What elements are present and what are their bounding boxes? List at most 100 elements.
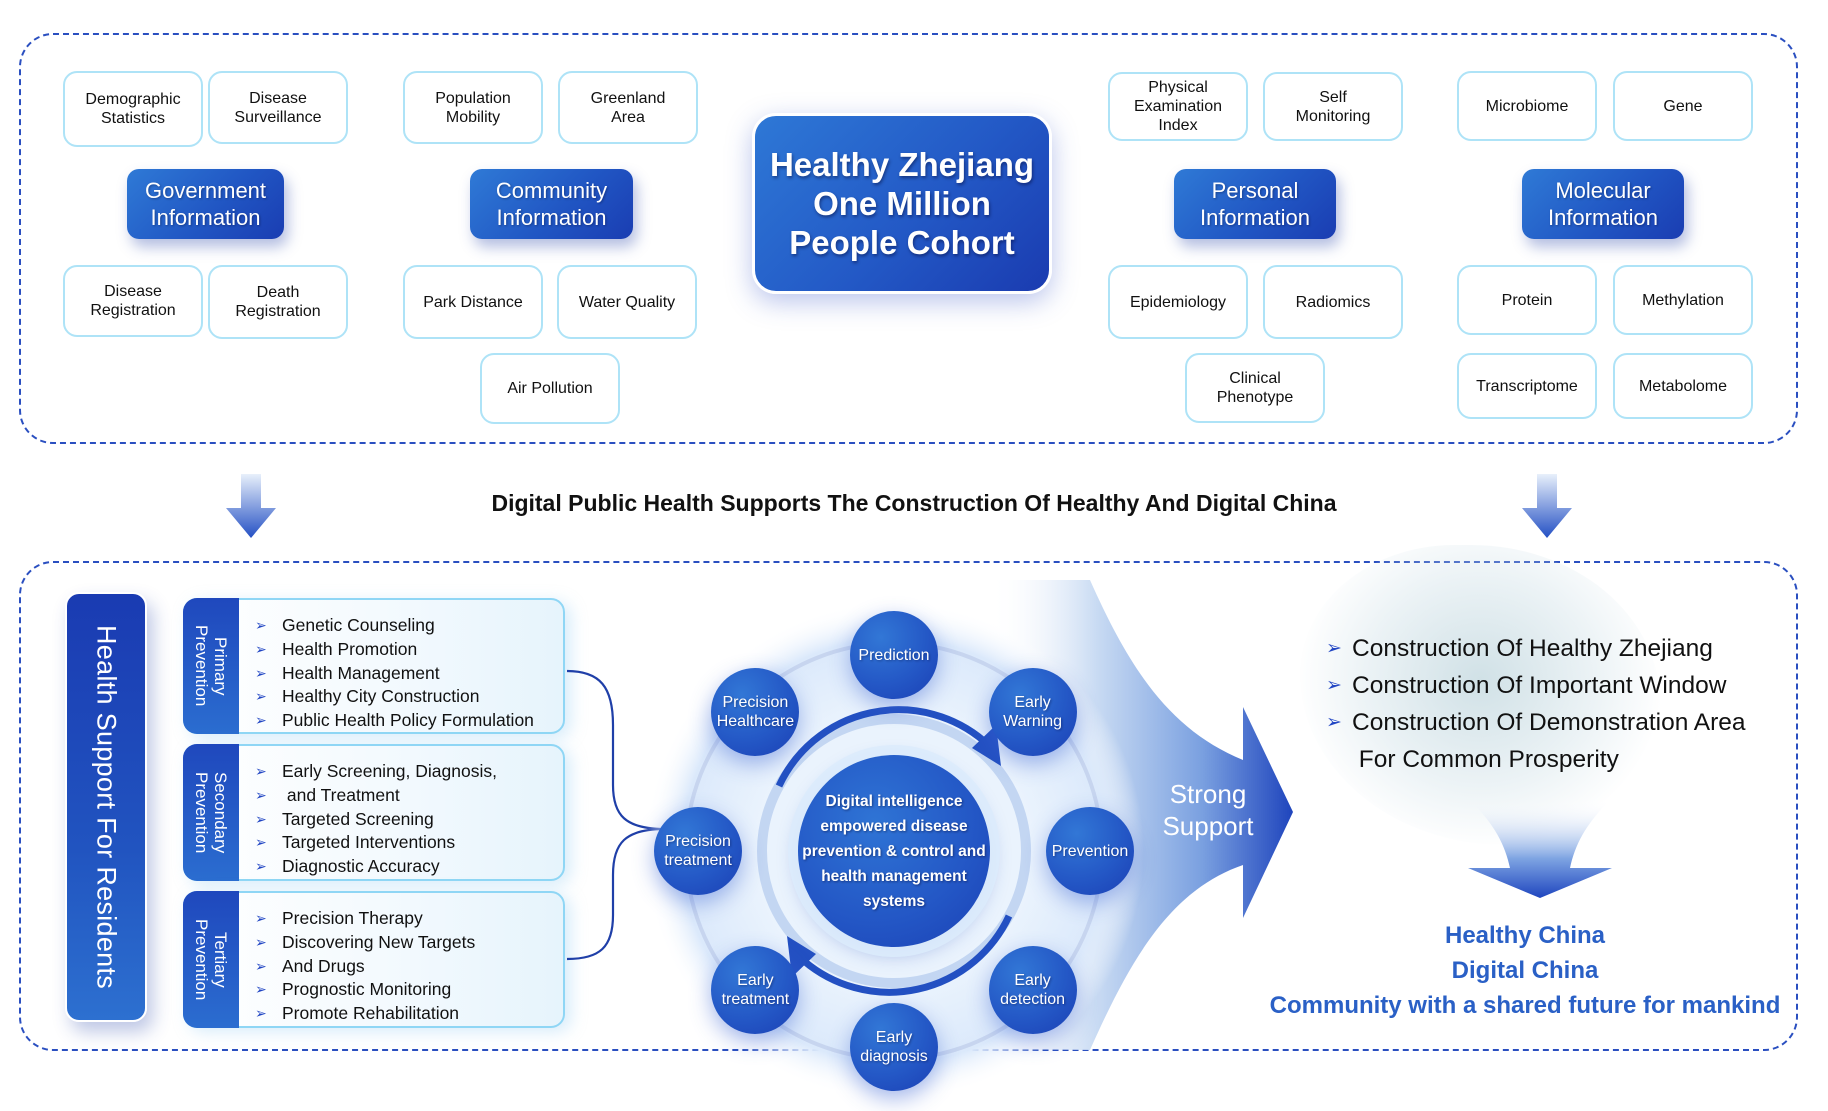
- category-community-information: Community Information: [470, 169, 633, 239]
- item-protein: Protein: [1457, 265, 1597, 335]
- goal-item: ➢ Construction Of Important Window: [1326, 667, 1746, 704]
- arrow-bullet-icon: ➢: [255, 786, 267, 803]
- data-sources-panel: [19, 33, 1798, 444]
- secondary-prevention-box: Secondary Prevention ➢ Early Screening, D…: [183, 744, 565, 881]
- item-disease-surveillance: Disease Surveillance: [208, 71, 348, 144]
- item-death-registration: Death Registration: [208, 265, 348, 339]
- list-item-text: Diagnostic Accuracy: [282, 856, 440, 877]
- outcomes: Healthy China Digital China Community wi…: [1260, 918, 1790, 1023]
- category-personal-information: Personal Information: [1174, 169, 1336, 239]
- cycle-center: Digital intelligence empowered disease p…: [798, 755, 990, 947]
- item-water-quality: Water Quality: [557, 265, 697, 339]
- goals-list: ➢ Construction Of Healthy Zhejiang ➢ Const…: [1326, 630, 1746, 778]
- item-population-mobility: Population Mobility: [403, 71, 543, 144]
- cycle-node-early-detection: Early detection: [988, 945, 1077, 1034]
- outcome-down-arrow-icon: [1468, 800, 1612, 898]
- list-item: ➢ Promote Rehabilitation: [255, 1002, 475, 1026]
- category-molecular-information: Molecular Information: [1522, 169, 1684, 239]
- cycle-arrow-top: [775, 706, 987, 788]
- item-gene: Gene: [1613, 71, 1753, 141]
- goal-text: For Common Prosperity: [1352, 746, 1619, 773]
- zhejiang-map-background: [1300, 545, 1660, 845]
- list-item: ➢Precision Therapy: [255, 907, 475, 931]
- cycle-node-early-warning: Early Warning: [988, 668, 1077, 757]
- cycle-node-prevention: Prevention: [1046, 807, 1134, 895]
- list-item-text: Prognostic Monitoring: [282, 979, 452, 1000]
- down-arrow-right-icon: [1522, 474, 1572, 538]
- list-item: ➢ Genetic Counseling: [255, 614, 534, 638]
- list-item-text: Promote Rehabilitation: [282, 1003, 460, 1024]
- list-item-text: Genetic Counseling: [282, 615, 435, 635]
- primary-prevention-label: Primary Prevention: [183, 598, 239, 734]
- arrow-bullet-icon: ➢: [255, 1005, 267, 1022]
- item-air-pollution: Air Pollution: [480, 353, 620, 424]
- list-item-text: Targeted Interventions: [282, 832, 456, 853]
- tertiary-prevention-box: Tertiary Prevention ➢Precision Therapy ➢…: [183, 891, 565, 1028]
- arrow-bullet-icon: ➢: [255, 810, 267, 827]
- list-item: ➢ And Drugs: [255, 955, 475, 979]
- tertiary-prevention-label: Tertiary Prevention: [183, 891, 239, 1028]
- outcome-shared-future: Community with a shared future for manki…: [1269, 992, 1781, 1019]
- list-item-text: Health Promotion: [282, 638, 418, 659]
- item-metabolome: Metabolome: [1613, 353, 1753, 419]
- outcome-digital-china: Digital China: [1451, 957, 1599, 984]
- cycle-node-precision-treatment: Precision treatment: [654, 807, 742, 895]
- list-item-text: Precision Therapy: [282, 908, 423, 928]
- item-greenland-area: Greenland Area: [558, 71, 698, 144]
- item-disease-registration: Disease Registration: [63, 265, 203, 337]
- list-item: ➢ Healthy City Construction: [255, 685, 534, 709]
- down-arrow-left-icon: [226, 474, 276, 538]
- goal-text: Construction Of Important Window: [1352, 672, 1727, 699]
- list-item: ➢ Targeted Interventions: [255, 831, 497, 855]
- list-item: ➢ and Treatment: [255, 784, 497, 808]
- arrow-bullet-icon: ➢: [1326, 675, 1342, 696]
- goal-item: ➢ Construction Of Demonstration Area: [1326, 704, 1746, 741]
- list-item: ➢ Health Promotion: [255, 638, 534, 662]
- list-item-text: Discovering New Targets: [282, 931, 476, 952]
- secondary-prevention-label: Secondary Prevention: [183, 744, 239, 881]
- bullet-spacer: [1326, 741, 1352, 778]
- list-item-text: Public Health Policy Formulation: [282, 710, 534, 731]
- cycle-node-prediction: Prediction: [850, 611, 938, 699]
- outcome-healthy-china: Healthy China: [1444, 922, 1606, 949]
- goal-text: Construction Of Demonstration Area: [1352, 709, 1746, 736]
- item-demographic-statistics: Demographic Statistics: [63, 71, 203, 147]
- cycle-arrowhead-top: [972, 725, 1001, 766]
- cohort-title-box: Healthy Zhejiang One Million People Coho…: [752, 113, 1052, 294]
- list-item: ➢Diagnostic Accuracy: [255, 855, 497, 879]
- list-item-text: And Drugs: [282, 955, 365, 976]
- arrow-bullet-icon: ➢: [255, 688, 267, 705]
- list-item: ➢Targeted Screening: [255, 808, 497, 832]
- cycle-arrow-bottom: [801, 914, 1013, 996]
- cycle-node-precision-healthcare: Precision Healthcare: [711, 668, 800, 757]
- list-item-text: Healthy City Construction: [282, 686, 480, 707]
- arrow-bullet-icon: ➢: [255, 957, 267, 974]
- list-item: ➢Discovering New Targets: [255, 931, 475, 955]
- arrow-bullet-icon: ➢: [255, 664, 267, 681]
- goal-item: ➢ Construction Of Healthy Zhejiang: [1326, 630, 1746, 667]
- arrow-bullet-icon: ➢: [255, 834, 267, 851]
- primary-prevention-box: Primary Prevention ➢ Genetic Counseling ➢…: [183, 598, 565, 734]
- arrow-bullet-icon: ➢: [255, 640, 267, 657]
- list-item-text: and Treatment: [282, 784, 400, 805]
- arrow-bullet-icon: ➢: [1326, 712, 1342, 733]
- strong-support-label-overlay: Strong Support: [1162, 779, 1254, 841]
- list-item-text: Early Screening, Diagnosis,: [282, 761, 497, 781]
- category-government-information: Government Information: [127, 169, 284, 239]
- health-support-for-residents: Health Support For Residents: [65, 592, 147, 1022]
- arrow-bullet-icon: ➢: [1326, 638, 1342, 659]
- item-radiomics: Radiomics: [1263, 265, 1403, 339]
- list-item: ➢ Health Management: [255, 662, 534, 686]
- goal-item: For Common Prosperity: [1326, 741, 1746, 778]
- arrow-bullet-icon: ➢: [255, 617, 267, 633]
- list-item: ➢Public Health Policy Formulation: [255, 709, 534, 733]
- item-clinical-phenotype: Clinical Phenotype: [1185, 353, 1325, 423]
- item-transcriptome: Transcriptome: [1457, 353, 1597, 419]
- item-microbiome: Microbiome: [1457, 71, 1597, 141]
- item-epidemiology: Epidemiology: [1108, 265, 1248, 339]
- item-physical-examination-index: Physical Examination Index: [1108, 72, 1248, 141]
- goal-text: Construction Of Healthy Zhejiang: [1352, 635, 1713, 662]
- arrow-bullet-icon: ➢: [255, 763, 267, 779]
- list-item-text: Health Management: [282, 662, 440, 683]
- arrow-bullet-icon: ➢: [255, 981, 267, 998]
